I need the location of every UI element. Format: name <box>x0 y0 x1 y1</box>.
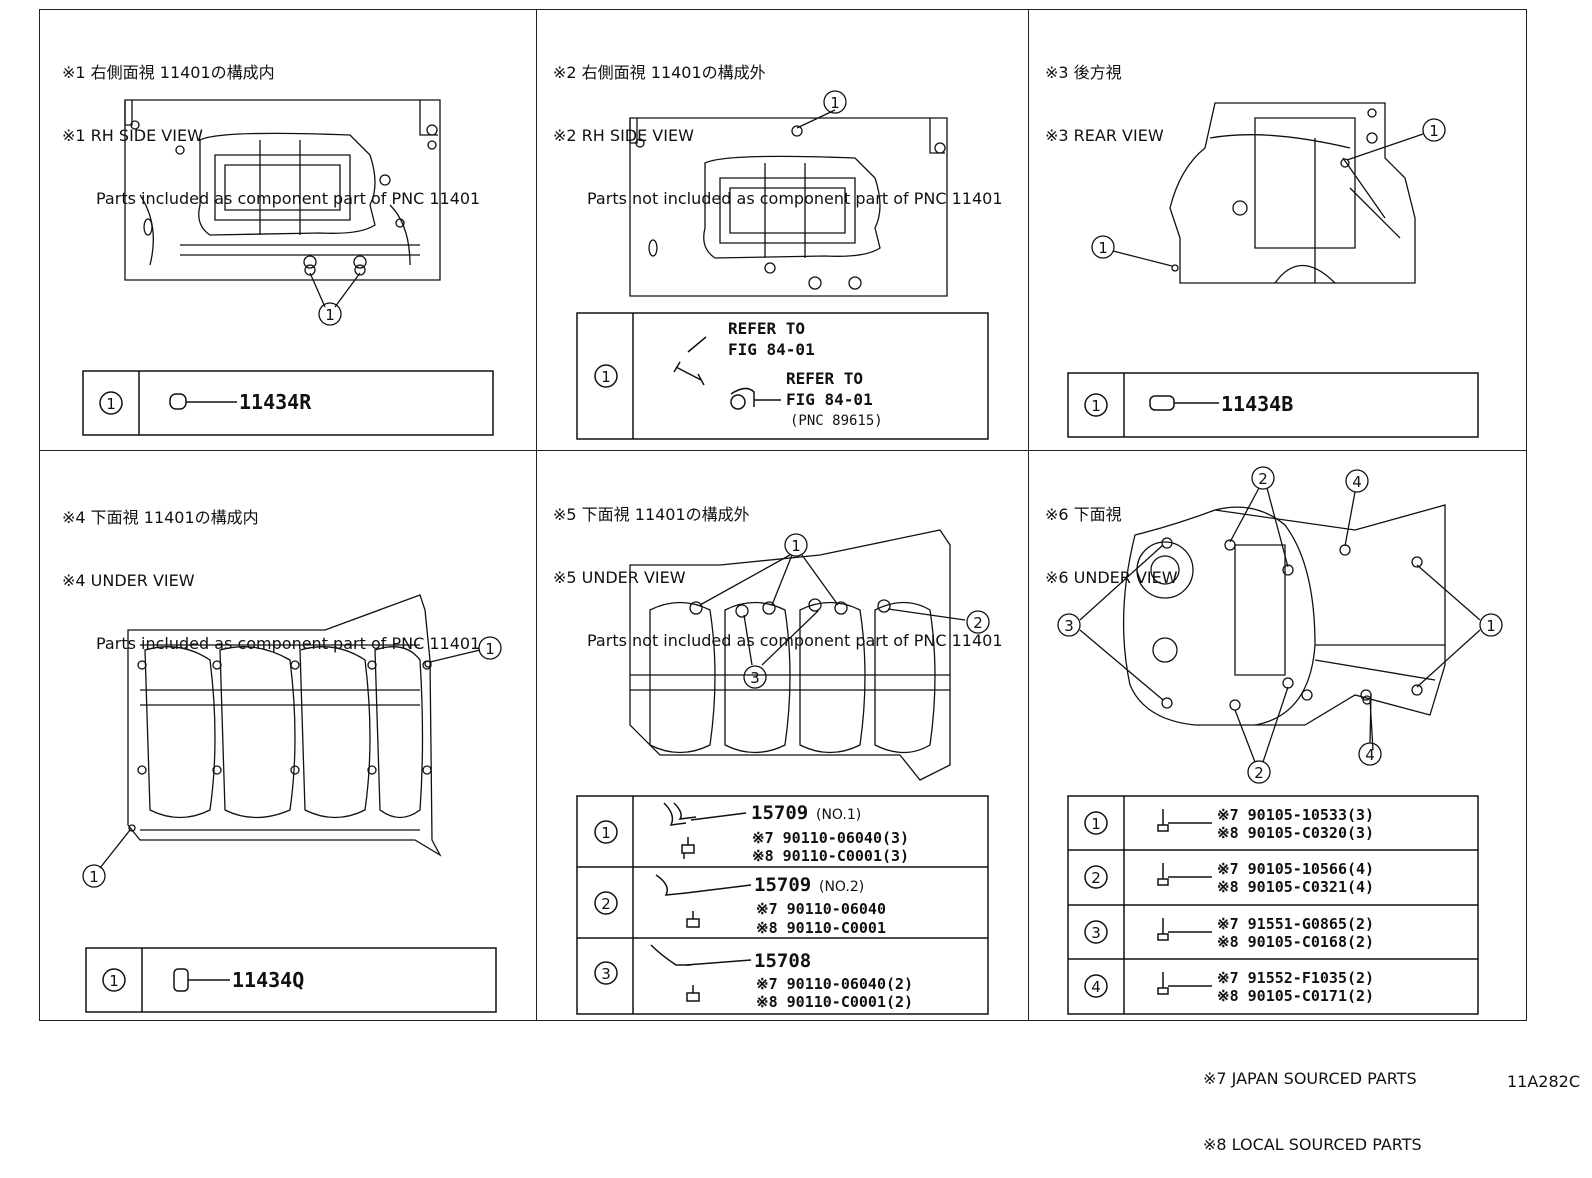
panel-3-title-en: ※3 REAR VIEW <box>1045 126 1164 145</box>
svg-text:1: 1 <box>1098 239 1108 257</box>
local-part-number: ※8 90105-C0320(3) <box>1217 824 1374 842</box>
svg-text:1: 1 <box>89 868 99 886</box>
refer-to-label: REFER TO <box>728 319 805 338</box>
under-view-drawing-1: 1 1 <box>80 590 510 895</box>
pnc-ref-label: (PNC 89615) <box>790 413 883 429</box>
part-number-11434R: 11434R <box>239 390 312 414</box>
rh-side-view-drawing-1: 1 <box>120 95 450 330</box>
panel-5-title-jp: ※5 下面視 11401の構成外 <box>553 505 750 524</box>
part-number-11434B: 11434B <box>1221 392 1293 416</box>
table-callout-number: 1 <box>1091 397 1101 415</box>
panel-1-title-jp: ※1 右側面視 11401の構成内 <box>62 63 275 82</box>
svg-text:1: 1 <box>1429 122 1439 140</box>
svg-text:2: 2 <box>1254 764 1264 782</box>
local-part-number: ※8 90110-C0001 <box>756 919 886 937</box>
footnotes: ※7 JAPAN SOURCED PARTS ※8 LOCAL SOURCED … <box>1203 1024 1422 1178</box>
local-part-number: ※8 90105-C0171(2) <box>1217 987 1374 1005</box>
table-callout-number: 2 <box>601 895 611 913</box>
panel-3-title-jp: ※3 後方視 <box>1045 63 1122 82</box>
japan-part-number: ※7 91552-F1035(2) <box>1217 969 1374 987</box>
svg-text:4: 4 <box>1365 746 1375 764</box>
refer-to-label: REFER TO <box>786 369 863 388</box>
table-callout-number: 1 <box>106 395 116 413</box>
rh-side-view-drawing-2: 1 <box>625 88 955 303</box>
table-callout-number: 1 <box>1091 815 1101 833</box>
panel-3-header: ※3 後方視 ※3 REAR VIEW <box>1045 20 1164 167</box>
panel-1-header: ※1 右側面視 11401の構成内 ※1 RH SIDE VIEW Parts … <box>62 20 480 230</box>
part-number-15709-no1: 15709 <box>751 802 808 824</box>
japan-part-number: ※7 90110-06040(3) <box>752 829 909 847</box>
divider <box>1028 10 1029 1020</box>
svg-text:2: 2 <box>1258 470 1268 488</box>
table-callout-number: 1 <box>601 824 611 842</box>
panel-1-title-en: ※1 RH SIDE VIEW <box>62 126 203 145</box>
local-part-number: ※8 90105-C0168(2) <box>1217 933 1374 951</box>
table-callout-number: 2 <box>1091 869 1101 887</box>
panel-5-title-en: ※5 UNDER VIEW <box>553 568 686 587</box>
local-part-number: ※8 90110-C0001(2) <box>756 993 913 1011</box>
panel-2-title-jp: ※2 右側面視 11401の構成外 <box>553 63 766 82</box>
panel-4-title-jp: ※4 下面視 11401の構成内 <box>62 508 259 527</box>
diagram-frame <box>39 9 1527 1021</box>
svg-text:4: 4 <box>1352 473 1362 491</box>
part-number-15708: 15708 <box>754 950 811 972</box>
table-callout-number: 3 <box>1091 924 1101 942</box>
table-callout-number: 3 <box>601 965 611 983</box>
panel-2-refer-table: 1 REFER TO FIG 84-01 REFER TO FIG 84-01 … <box>576 312 989 440</box>
panel-4-title-en: ※4 UNDER VIEW <box>62 571 195 590</box>
svg-text:2: 2 <box>973 614 983 632</box>
svg-text:3: 3 <box>1064 617 1074 635</box>
rear-view-drawing: 1 1 <box>1085 98 1465 293</box>
panel-6-header: ※6 下面視 ※6 UNDER VIEW <box>1045 462 1178 609</box>
local-part-number: ※8 90110-C0001(3) <box>752 847 909 865</box>
panel-1-parts-table: 1 11434R <box>82 370 494 436</box>
figure-code: 11A282C <box>1506 1072 1580 1091</box>
part-note: (NO.1) <box>816 807 861 823</box>
svg-text:3: 3 <box>750 669 760 687</box>
svg-text:1: 1 <box>791 537 801 555</box>
part-number-11434Q: 11434Q <box>232 968 304 992</box>
svg-text:1: 1 <box>830 94 840 112</box>
svg-text:1: 1 <box>325 306 335 324</box>
panel-5-header: ※5 下面視 11401の構成外 ※5 UNDER VIEW Parts not… <box>553 462 1003 672</box>
table-callout-number: 1 <box>109 972 119 990</box>
svg-text:1: 1 <box>485 640 495 658</box>
under-view-drawing-2: 1 3 2 <box>620 525 1000 790</box>
table-callout-number: 4 <box>1091 978 1101 996</box>
svg-text:1: 1 <box>1486 617 1496 635</box>
panel-2-title-en: ※2 RH SIDE VIEW <box>553 126 694 145</box>
japan-part-number: ※7 90105-10533(3) <box>1217 806 1374 824</box>
panel-6-parts-table: 1 2 3 4 ※7 90105-10533(3) ※8 90105-C0320… <box>1067 795 1479 1015</box>
fig-ref-label: FIG 84-01 <box>786 390 873 409</box>
footnote-local-sourced: ※8 LOCAL SOURCED PARTS <box>1203 1135 1422 1154</box>
part-number-15709-no2: 15709 <box>754 874 811 896</box>
panel-5-parts-table: 1 2 3 15709 (NO.1) ※7 90110-06040(3) ※8 … <box>576 795 989 1015</box>
panel-4-parts-table: 1 11434Q <box>85 947 497 1013</box>
local-part-number: ※8 90105-C0321(4) <box>1217 878 1374 896</box>
table-callout-number: 1 <box>601 368 611 386</box>
part-note: (NO.2) <box>819 879 864 895</box>
japan-part-number: ※7 90110-06040 <box>756 900 886 918</box>
under-view-drawing-3: 2 2 4 4 1 3 <box>1055 465 1515 785</box>
footnote-japan-sourced: ※7 JAPAN SOURCED PARTS <box>1203 1069 1417 1088</box>
panel-6-title-jp: ※6 下面視 <box>1045 505 1122 524</box>
divider <box>40 450 1526 451</box>
fig-ref-label: FIG 84-01 <box>728 340 815 359</box>
japan-part-number: ※7 90110-06040(2) <box>756 975 913 993</box>
panel-3-parts-table: 1 11434B <box>1067 372 1479 438</box>
japan-part-number: ※7 91551-G0865(2) <box>1217 915 1374 933</box>
japan-part-number: ※7 90105-10566(4) <box>1217 860 1374 878</box>
divider <box>536 10 537 1020</box>
panel-6-title-en: ※6 UNDER VIEW <box>1045 568 1178 587</box>
